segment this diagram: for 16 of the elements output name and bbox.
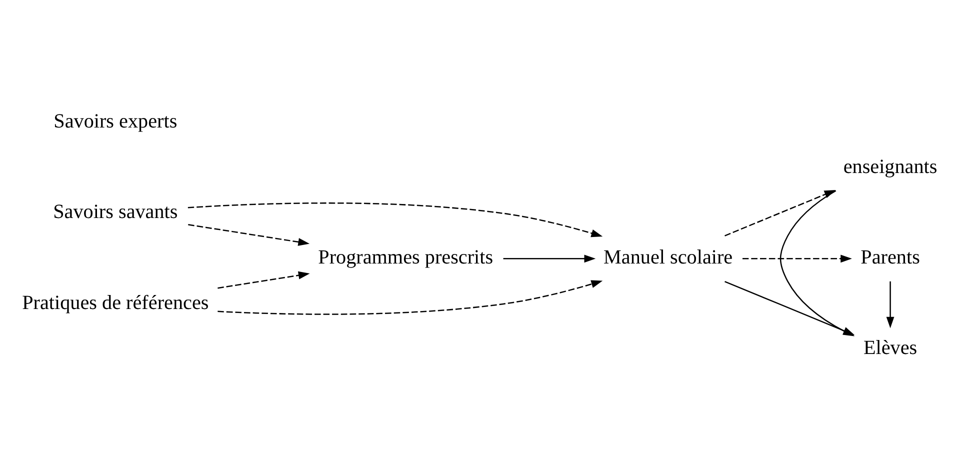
- arrow: [218, 280, 603, 315]
- arrow: [188, 224, 310, 246]
- arrow: [218, 271, 310, 289]
- label: Savoirs experts: [54, 110, 178, 132]
- arrow: [886, 281, 894, 328]
- node-text: Manuel scolaire: [604, 246, 733, 268]
- node-text: Elèves: [863, 337, 918, 360]
- node-text: Programmes prescrits: [318, 246, 494, 268]
- arrow: [188, 202, 603, 238]
- node-text: Pratiques de références: [22, 292, 209, 314]
- node-text: enseignants: [843, 156, 938, 178]
- node-text: Savoirs savants: [53, 201, 178, 224]
- arrow: [724, 190, 836, 236]
- arrow: [503, 254, 596, 263]
- arrow: [742, 254, 852, 263]
- node-text: Parents: [860, 246, 920, 268]
